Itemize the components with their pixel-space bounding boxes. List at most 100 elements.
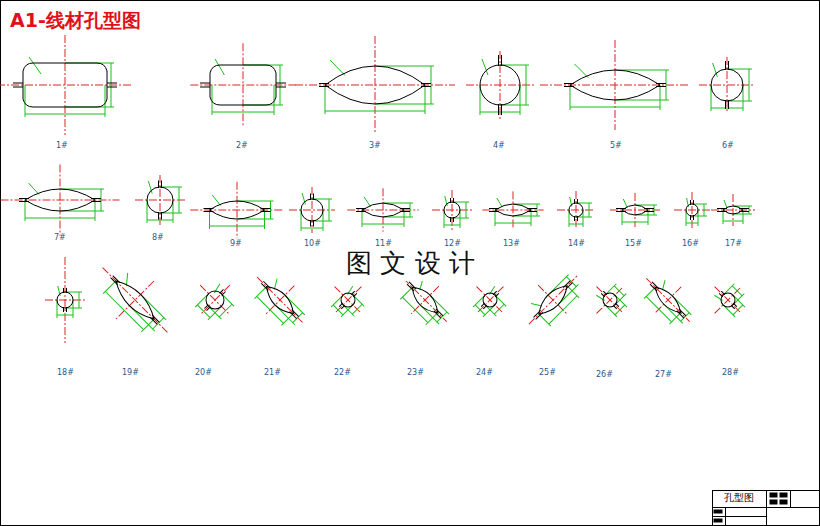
dimension-line [646,296,671,321]
round-pass [444,202,460,218]
pass-tail [613,305,617,309]
dimension-line [614,286,624,296]
pass-tail [564,83,574,84]
pass-tail [400,208,410,209]
center-line [646,278,689,321]
pass-tail [693,215,694,220]
pass-number: 23# [407,368,424,377]
center-line [103,268,168,333]
dimension-line [480,112,520,113]
pass-tail [158,212,159,220]
pass-number: 26# [596,370,613,379]
pass-tail [161,212,162,220]
pass-shape [540,40,690,130]
oval-pass [651,283,685,317]
pass-tail [450,198,451,203]
dimension-line [352,304,362,314]
pass-tail [19,198,29,199]
pass-tail [739,211,749,212]
dimension-line [101,189,102,211]
pass-tail [652,282,659,289]
extension-line [404,210,405,227]
pass-tail [111,278,118,285]
pass-number: 22# [334,368,351,377]
extension-line [400,287,412,299]
oval-pass [25,189,95,211]
extension-line [723,210,724,224]
pass-tail [501,55,502,66]
pass-number: 19# [122,368,139,377]
center-line [116,281,154,319]
pass-tail [421,86,431,87]
title-block-text: 孔型图 [724,491,754,505]
pass-tail [107,83,117,84]
pass-tail [498,104,499,115]
pass-shape [699,57,755,113]
pass-tail [693,200,694,205]
dimension-line [57,315,73,316]
pass-tail [313,194,314,201]
dimension-line [549,296,577,324]
pass-tail [341,305,345,309]
round-pass [480,65,520,105]
pass-tail [409,282,416,289]
round-pass [711,69,743,101]
pass-tail [493,291,497,295]
pass-number: 1# [56,141,68,150]
dimension-line [25,114,105,115]
center-line [257,277,303,323]
pass-tail [739,208,749,209]
pass-tail [220,289,224,293]
pass-tail [91,201,101,202]
pass-number: 9# [230,239,242,248]
pass-shape [243,263,317,337]
pass-tail [725,61,726,70]
pass-tail [501,104,502,115]
extension-line [25,200,26,221]
extension-line [495,210,496,226]
pass-number: 7# [54,233,66,242]
pass-tail [721,291,725,295]
dimension-line [495,223,531,224]
pass-tail [733,303,737,307]
dimension-line [733,305,743,315]
dimension-line [179,187,180,213]
pass-shape [711,194,755,226]
pass-number: 27# [655,370,672,379]
dimension-line [654,205,655,215]
pass-tail [150,317,157,324]
extension-line [105,85,106,117]
pass-tail [616,208,626,209]
pass-tail [536,312,543,319]
pass-number: 5# [610,141,622,150]
pass-shape [135,175,185,225]
dimension-line [280,65,281,105]
pass-tail [717,208,727,209]
pass-tail [152,315,159,322]
extension-line [281,313,293,325]
watermark: 图 文 设 计 [344,246,477,281]
pass-tail [222,292,226,296]
pass-number: 10# [304,239,321,248]
pass-tail [656,86,666,87]
leader-line [724,200,727,208]
pass-number: 6# [722,141,734,150]
pass-tail [719,293,723,297]
pass-number: 18# [57,368,74,377]
round-pass [57,292,73,308]
pass-tail [564,86,574,87]
pass-tail [63,307,64,312]
pass-shape [347,188,418,231]
dimension-line [615,305,625,315]
dimension-line [197,305,210,318]
extension-line [539,314,551,326]
pass-shapes [0,35,755,351]
dimension-line [749,206,750,214]
dimension-line [257,296,284,323]
round-pass [480,290,500,310]
leader-line [364,197,370,207]
pass-tail [204,211,214,212]
extension-line [531,210,532,226]
dimension-line [475,305,485,315]
pass-shape [701,273,755,327]
